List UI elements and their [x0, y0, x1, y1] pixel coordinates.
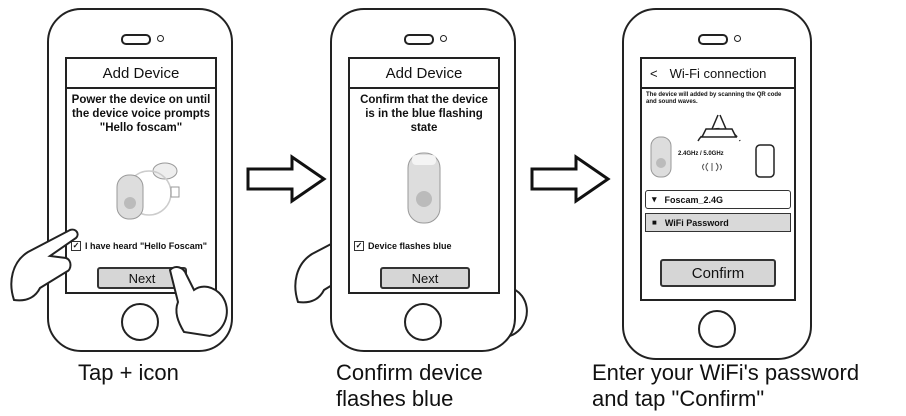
instruction-note: The device will added by scanning the QR… [646, 92, 782, 105]
password-field[interactable]: ■ WiFi Password [645, 213, 791, 232]
checkbox-label: I have heard "Hello Foscam" [85, 241, 208, 251]
next-button[interactable]: Next [380, 267, 470, 289]
wifi-icon: ▾ [652, 194, 657, 204]
arrow-right-icon [246, 154, 327, 204]
home-button[interactable] [404, 303, 442, 341]
password-placeholder: WiFi Password [664, 217, 729, 228]
instruction-text: Power the device on until the device voi… [71, 94, 211, 134]
caption-step-3: Enter your WiFi's password and tap "Conf… [592, 360, 860, 411]
screen-add-device-1: Add Device Power the device on until the… [65, 57, 217, 294]
frequency-label: 2.4GHz / 5.0GHz [678, 151, 724, 157]
heard-hello-checkbox[interactable]: ✓ I have heard "Hello Foscam" [71, 241, 207, 251]
phone-step-1: Add Device Power the device on until the… [47, 8, 233, 352]
screen-header: Add Device [67, 59, 215, 89]
device-flashes-blue-checkbox[interactable]: ✓ Device flashes blue [354, 241, 452, 251]
phone-icon [755, 144, 775, 178]
phone-step-2: Add Device Confirm that the device is in… [330, 8, 516, 352]
camera-device-icon [116, 162, 180, 220]
sound-wave-icon [702, 162, 722, 172]
home-button[interactable] [698, 310, 736, 348]
router-icon [697, 114, 741, 142]
phone-camera [734, 35, 741, 42]
confirm-button[interactable]: Confirm [660, 259, 776, 287]
lock-icon: ■ [652, 218, 657, 227]
checkbox-checked-icon: ✓ [71, 241, 81, 251]
camera-device-icon [650, 136, 672, 178]
caption-step-1: Tap + icon [78, 360, 179, 385]
screen-wifi-connection: < Wi-Fi connection The device will added… [640, 57, 796, 301]
instruction-text: Confirm that the device is in the blue f… [360, 94, 488, 134]
phone-camera [157, 35, 164, 42]
arrow-right-icon [530, 154, 611, 204]
screen-header: Add Device [350, 59, 498, 89]
screen-header: < Wi-Fi connection [642, 59, 794, 89]
network-name-field[interactable]: ▾ Foscam_2.4G [645, 190, 791, 209]
checkbox-label: Device flashes blue [368, 241, 452, 251]
next-button[interactable]: Next [97, 267, 187, 289]
phone-speaker [698, 34, 728, 45]
phone-speaker [404, 34, 434, 45]
phone-camera [440, 35, 447, 42]
phone-speaker [121, 34, 151, 45]
screen-add-device-2: Add Device Confirm that the device is in… [348, 57, 500, 294]
home-button[interactable] [121, 303, 159, 341]
camera-device-icon [407, 152, 441, 224]
network-name: Foscam_2.4G [664, 194, 724, 205]
phone-step-3: < Wi-Fi connection The device will added… [622, 8, 812, 360]
caption-step-2: Confirm device flashes blue [336, 360, 483, 411]
screen-title: Wi-Fi connection [669, 65, 767, 81]
back-icon[interactable]: < [650, 65, 658, 81]
checkbox-checked-icon: ✓ [354, 241, 364, 251]
